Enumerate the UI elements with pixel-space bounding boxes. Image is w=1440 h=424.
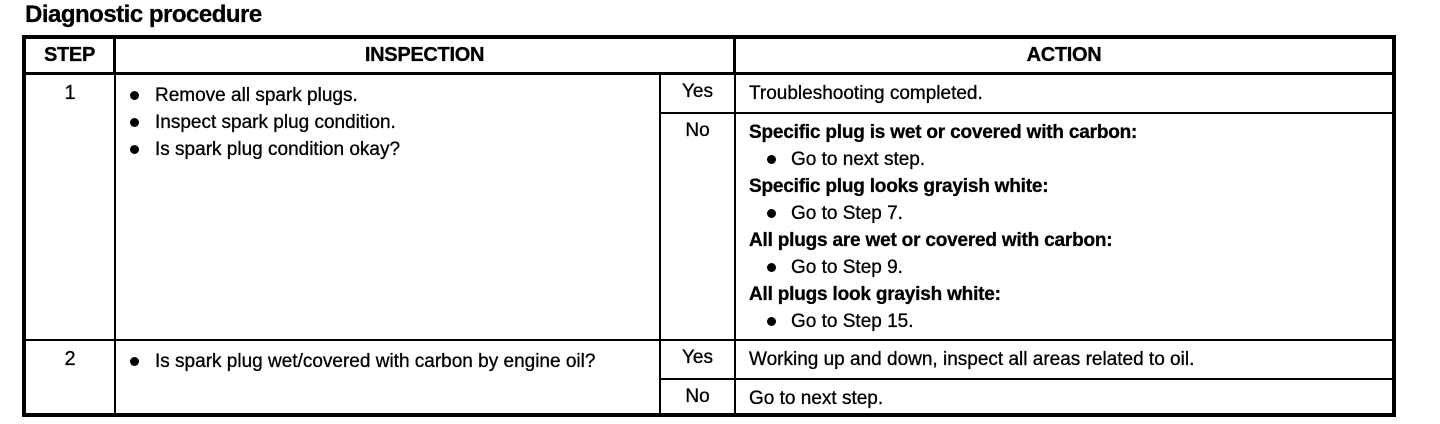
inspection-item: Is spark plug condition okay?	[128, 136, 649, 163]
branch-no: No Specific plug is wet or covered with …	[661, 112, 1392, 339]
inspection-item-text: Inspect spark plug condition.	[155, 112, 396, 133]
inspection-item-text: Is spark plug wet/covered with carbon by…	[155, 351, 596, 372]
action-item: Go to Step 9.	[749, 254, 1380, 281]
action-text: Working up and down, inspect all areas r…	[749, 349, 1195, 370]
inspection-item-text: Is spark plug condition okay?	[155, 139, 401, 160]
action-item-text: Go to Step 7.	[791, 203, 903, 224]
inspection-item: Remove all spark plugs.	[128, 82, 649, 109]
action-item: Go to next step.	[749, 146, 1380, 173]
inspection-cell: Remove all spark plugs. Inspect spark pl…	[116, 75, 661, 339]
action-cell: Go to next step.	[736, 380, 1392, 413]
branches-container: Yes Working up and down, inspect all are…	[661, 341, 1392, 413]
action-condition: All plugs are wet or covered with carbon…	[749, 230, 1113, 251]
action-condition: All plugs look grayish white:	[749, 284, 1001, 305]
bullet-icon	[767, 209, 776, 218]
header-inspection-cell: INSPECTION	[116, 39, 736, 72]
bullet-icon	[767, 155, 776, 164]
answer-cell-no: No	[661, 380, 736, 413]
action-text: Go to next step.	[749, 388, 884, 409]
branch-yes: Yes Working up and down, inspect all are…	[661, 341, 1392, 378]
table-row-step-1: 1 Remove all spark plugs. Inspect spark …	[26, 75, 1392, 341]
header-inspection: INSPECTION	[364, 44, 485, 66]
inspection-item: Is spark plug wet/covered with carbon by…	[128, 348, 649, 375]
header-action: ACTION	[1026, 44, 1102, 66]
inspection-cell: Is spark plug wet/covered with carbon by…	[116, 341, 661, 413]
bullet-icon	[130, 91, 139, 100]
header-step: STEP	[26, 39, 116, 72]
action-cell: Specific plug is wet or covered with car…	[736, 114, 1392, 339]
branch-yes: Yes Troubleshooting completed.	[661, 75, 1392, 112]
step-number: 1	[26, 75, 116, 339]
action-text: Troubleshooting completed.	[749, 83, 983, 104]
table-header-row: STEP INSPECTION ACTION	[26, 39, 1392, 75]
action-item: Go to Step 7.	[749, 200, 1380, 227]
branch-no: No Go to next step.	[661, 378, 1392, 413]
step-number: 2	[26, 341, 116, 413]
action-item-text: Go to Step 9.	[791, 257, 903, 278]
inspection-item-text: Remove all spark plugs.	[155, 85, 358, 106]
inspection-item: Inspect spark plug condition.	[128, 109, 649, 136]
answer-cell-no: No	[661, 114, 736, 339]
action-item: Go to Step 15.	[749, 308, 1380, 335]
bullet-icon	[130, 118, 139, 127]
bullet-icon	[767, 263, 776, 272]
action-cell: Troubleshooting completed.	[736, 75, 1392, 112]
branches-container: Yes Troubleshooting completed. No Specif…	[661, 75, 1392, 339]
page-title: Diagnostic procedure	[25, 1, 263, 28]
action-condition: Specific plug is wet or covered with car…	[749, 122, 1138, 143]
diagnostic-procedure-table: STEP INSPECTION ACTION 1 Remove all spar…	[22, 35, 1396, 417]
answer-cell-yes: Yes	[661, 75, 736, 112]
answer-cell-yes: Yes	[661, 341, 736, 378]
bullet-icon	[767, 317, 776, 326]
bullet-icon	[130, 145, 139, 154]
action-condition: Specific plug looks grayish white:	[749, 176, 1049, 197]
action-item-text: Go to Step 15.	[791, 311, 914, 332]
action-cell: Working up and down, inspect all areas r…	[736, 341, 1392, 378]
action-item-text: Go to next step.	[791, 149, 926, 170]
bullet-icon	[130, 357, 139, 366]
table-row-step-2: 2 Is spark plug wet/covered with carbon …	[26, 341, 1392, 413]
